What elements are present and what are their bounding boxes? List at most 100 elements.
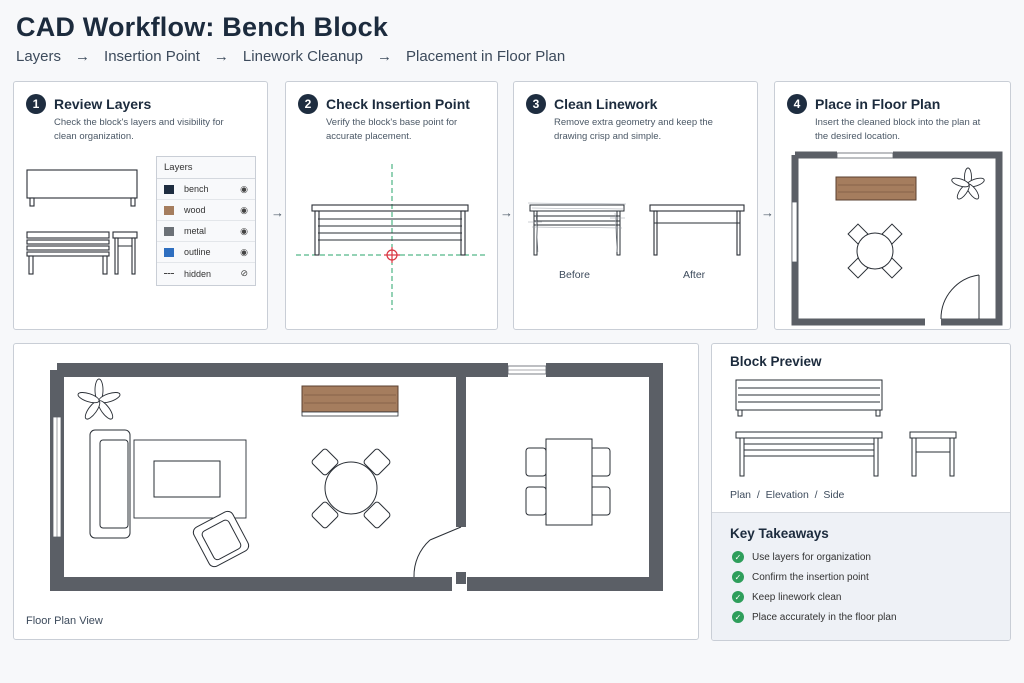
check-icon: ✓: [732, 591, 744, 603]
bench-slat: [26, 251, 110, 257]
step-3-header: 3 Clean Linework: [526, 94, 657, 114]
layer-row-bench[interactable]: bench ◉: [157, 179, 255, 200]
breadcrumb-arrow-icon: →: [213, 48, 229, 65]
floor-plan-panel: Floor Plan View: [13, 343, 699, 640]
eye-icon[interactable]: ◉: [240, 226, 248, 236]
layer-row-wood[interactable]: wood ◉: [157, 200, 255, 221]
bench-side-leg: [131, 237, 136, 275]
bench-slat: [26, 245, 110, 251]
after-label: After: [683, 269, 706, 281]
breadcrumb: Layers → Insertion Point → Linework Clea…: [16, 48, 565, 65]
layer-dashed-swatch: [164, 273, 174, 274]
layer-name: metal: [184, 226, 207, 236]
breadcrumb-arrow-icon: →: [377, 48, 392, 65]
breadcrumb-item-insertion-point: Insertion Point: [104, 48, 200, 65]
bench-side-leg: [114, 237, 119, 275]
step-1-title: Review Layers: [54, 96, 152, 112]
step-3-panel: 3 Clean Linework Remove extra geometry a…: [513, 81, 758, 330]
layer-row-hidden[interactable]: hidden ⊘: [157, 263, 255, 284]
insertion-point-marker: [384, 247, 400, 263]
eye-icon[interactable]: ◉: [240, 247, 248, 257]
takeaway-item: ✓ Use layers for organization: [732, 551, 871, 563]
takeaway-item: ✓ Place accurately in the floor plan: [732, 611, 897, 623]
step-4-panel: 4 Place in Floor Plan Insert the cleaned…: [774, 81, 1011, 330]
layer-color-swatch: [164, 247, 174, 257]
layers-panel-header: Layers: [157, 157, 255, 179]
bench-top: [311, 204, 469, 212]
door: [940, 274, 980, 320]
layer-row-outline[interactable]: outline ◉: [157, 242, 255, 263]
bench-plan-outline: [26, 169, 138, 199]
block-preview-drawings: [735, 379, 957, 477]
layer-color-swatch: [164, 184, 174, 194]
breadcrumb-item-layers: Layers: [16, 48, 62, 65]
block-preview-caption: Plan / Elevation / Side: [730, 489, 845, 501]
flow-arrow-icon: →: [271, 205, 284, 220]
step-4-title: Place in Floor Plan: [815, 96, 941, 112]
step-4-header: 4 Place in Floor Plan: [787, 94, 940, 114]
floor-plan-caption: Floor Plan View: [26, 615, 103, 627]
block-preview-title: Block Preview: [730, 354, 822, 369]
layer-color-swatch: [164, 226, 174, 236]
takeaway-text: Place accurately in the floor plan: [752, 611, 897, 623]
floor-plan-drawing: [50, 363, 663, 591]
small-floor-plan: [791, 151, 1003, 326]
takeaway-item: ✓ Confirm the insertion point: [732, 571, 869, 583]
bench-plan-view: [735, 379, 883, 417]
flow-arrow-icon: →: [500, 205, 513, 220]
step-2-header: 2 Check Insertion Point: [298, 94, 470, 114]
step-1-description: Check the block's layers and visibility …: [54, 117, 224, 142]
layer-name: bench: [184, 184, 209, 194]
layers-panel: Layers bench ◉ wood ◉ metal ◉ outline ◉ …: [156, 156, 256, 286]
step-4-number: 4: [787, 94, 807, 114]
rectangular-dining-table: [525, 438, 611, 526]
bench-leg: [314, 210, 320, 256]
window: [791, 201, 798, 263]
key-takeaways-section: Key Takeaways ✓ Use layers for organizat…: [712, 512, 1010, 640]
breadcrumb-item-placement: Placement in Floor Plan: [406, 48, 566, 65]
bench-slat: [26, 231, 110, 239]
step-3-number: 3: [526, 94, 546, 114]
bench-leg: [102, 255, 108, 275]
eye-icon[interactable]: ◉: [240, 205, 248, 215]
dining-table: [847, 223, 903, 279]
bench-block-drawing: [26, 169, 138, 275]
eye-off-icon[interactable]: ⊘: [240, 268, 248, 278]
placed-bench-block: [301, 385, 399, 417]
bench-side-top: [112, 231, 138, 239]
bench-leg: [460, 210, 466, 256]
placed-bench-block: [835, 176, 917, 201]
extra-geometry-lines: [527, 202, 627, 253]
step-3-description: Remove extra geometry and keep the drawi…: [554, 117, 713, 142]
layer-name: outline: [184, 247, 211, 257]
bench-elevation-view: [735, 431, 883, 477]
step-3-title: Clean Linework: [554, 96, 658, 112]
layer-row-metal[interactable]: metal ◉: [157, 221, 255, 242]
before-label: Before: [559, 269, 590, 281]
takeaway-text: Keep linework clean: [752, 591, 842, 603]
takeaway-text: Use layers for organization: [752, 551, 871, 563]
step-1-panel: 1 Review Layers Check the block's layers…: [13, 81, 268, 330]
step-4-description: Insert the cleaned block into the plan a…: [815, 117, 981, 142]
plant-icon: [951, 167, 985, 200]
step-1-number: 1: [26, 94, 46, 114]
step-1-header: 1 Review Layers: [26, 94, 151, 114]
layer-color-swatch: [164, 205, 174, 215]
eye-icon[interactable]: ◉: [240, 184, 248, 194]
insertion-point-drawing: [296, 164, 486, 310]
step-2-panel: 2 Check Insertion Point Verify the block…: [285, 81, 498, 330]
plant-icon: [77, 378, 121, 420]
flow-arrow-icon: →: [761, 205, 774, 220]
check-icon: ✓: [732, 551, 744, 563]
armchair: [192, 510, 250, 568]
bench-leg: [29, 197, 35, 207]
step-2-description: Verify the block's base point for accura…: [326, 117, 458, 142]
breadcrumb-item-linework-cleanup: Linework Cleanup: [242, 48, 363, 65]
linework-after-drawing: [649, 204, 745, 256]
coffee-table: [153, 460, 221, 498]
layer-name: hidden: [184, 268, 212, 279]
page-title: CAD Workflow: Bench Block: [16, 12, 389, 42]
round-dining-table: [311, 448, 391, 529]
sofa: [89, 429, 131, 539]
layer-name: wood: [184, 205, 206, 215]
